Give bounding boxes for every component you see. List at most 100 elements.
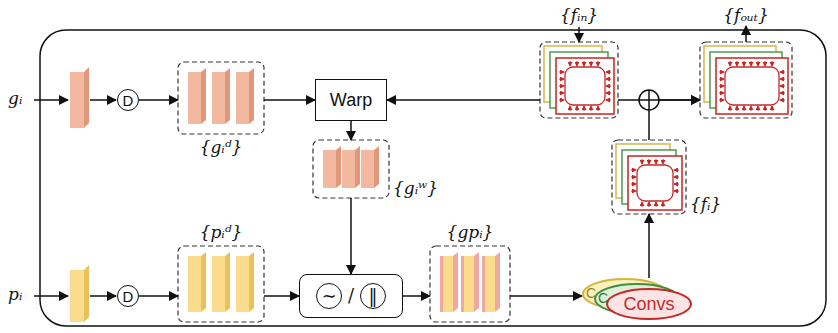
flow-stack: {fₒᵤₜ} [700, 42, 792, 118]
feature-slab [201, 68, 206, 124]
feature-slab [70, 72, 84, 128]
feature-name: {fₒᵤₜ} [723, 5, 768, 25]
feature-stack: {gpᵢ} [430, 246, 510, 322]
flow-vector [780, 79, 785, 80]
group-bracket [178, 62, 264, 134]
feature-name: {gpᵢ} [447, 222, 494, 242]
flow-vector [631, 184, 636, 185]
sum-symbol [648, 90, 650, 110]
feature-slab [212, 256, 225, 312]
flow-vector [649, 202, 650, 207]
downsample-op: D [117, 285, 139, 307]
feature-slab [495, 252, 500, 312]
flow-vector [631, 191, 636, 192]
flow-field [725, 67, 779, 105]
input-arrow [34, 99, 68, 101]
flow-connector [387, 99, 540, 101]
flow-vector [606, 79, 611, 80]
feature-slab [188, 256, 201, 312]
flow-vector [772, 106, 773, 111]
flow-vector [559, 72, 564, 73]
feature-slab [201, 252, 206, 312]
input-name: gᵢ [8, 88, 22, 108]
flow-vector [577, 106, 578, 111]
flow-vector [751, 106, 752, 111]
flow-map [716, 58, 788, 114]
flow-connector [510, 295, 582, 297]
group-bracket [540, 42, 618, 118]
flow-vector [649, 159, 650, 164]
flow-vector [598, 106, 599, 111]
flow-vector [674, 170, 679, 171]
group-bracket [700, 42, 792, 118]
feature-slab [188, 72, 201, 124]
flow-vector [642, 202, 643, 207]
flow-vector [730, 61, 731, 66]
feature-slab [440, 256, 453, 312]
flow-connector [403, 295, 430, 297]
feature-slab [461, 256, 474, 312]
flow-vector [570, 106, 571, 111]
flow-vector [663, 202, 664, 207]
flow-vector [559, 93, 564, 94]
downsample-op: D [117, 89, 139, 111]
flow-vector [591, 106, 592, 111]
flow-connector [139, 99, 178, 101]
conv-layer [595, 284, 679, 314]
flow-vector [674, 191, 679, 192]
flow-vector [577, 61, 578, 66]
flow-vector [631, 170, 636, 171]
layer-letter: C [586, 286, 596, 300]
flow-field [637, 165, 673, 201]
flow-vector [598, 61, 599, 66]
feature-slab [249, 68, 254, 124]
flow-vector [719, 86, 724, 87]
flow-vector [744, 61, 745, 66]
feature-name: {pᵢᵈ} [200, 222, 243, 242]
feature-slab [236, 256, 249, 312]
feature-slab [342, 150, 355, 188]
flow-map [556, 58, 614, 114]
flow-connector [350, 198, 352, 274]
flow-vector [606, 93, 611, 94]
feature-slab [453, 252, 458, 312]
feature-stack: {gᵢʷ} [313, 140, 389, 198]
feature-slab [236, 72, 249, 124]
flow-vector [751, 61, 752, 66]
flow-stack: {fᵢ} [612, 140, 686, 214]
feature-slab [355, 146, 360, 188]
feature-name: {gᵢʷ} [393, 178, 438, 198]
flow-connector [264, 99, 315, 101]
flow-vector [631, 177, 636, 178]
operator-symbol: ‖ [360, 283, 386, 309]
flow-vector [719, 93, 724, 94]
flow-connector [139, 295, 178, 297]
flow-vector [674, 177, 679, 178]
flow-vector [559, 86, 564, 87]
flow-stack: {fᵢₙ} [540, 42, 618, 118]
flow-vector [559, 100, 564, 101]
flow-vector [719, 72, 724, 73]
operator-separator: / [348, 287, 354, 305]
flow-vector [758, 61, 759, 66]
flow-vector [780, 100, 785, 101]
flow-vector [570, 61, 571, 66]
flow-vector [744, 106, 745, 111]
feature-name: {gᵢᵈ} [200, 137, 243, 157]
feature-name: {fᵢ} [690, 194, 721, 214]
flow-vector [606, 72, 611, 73]
feature-stack: {pᵢᵈ} [178, 246, 264, 322]
flow-arrow [90, 295, 116, 297]
sum-symbol [639, 90, 659, 110]
flow-vector [772, 61, 773, 66]
group-bracket [178, 246, 264, 322]
flow-vector [780, 93, 785, 94]
feature-slab [440, 256, 443, 312]
flow-vector [591, 61, 592, 66]
flow-vector [663, 159, 664, 164]
flow-arrow [90, 99, 116, 101]
feature-slab [84, 67, 89, 128]
feature-slab [461, 256, 464, 312]
